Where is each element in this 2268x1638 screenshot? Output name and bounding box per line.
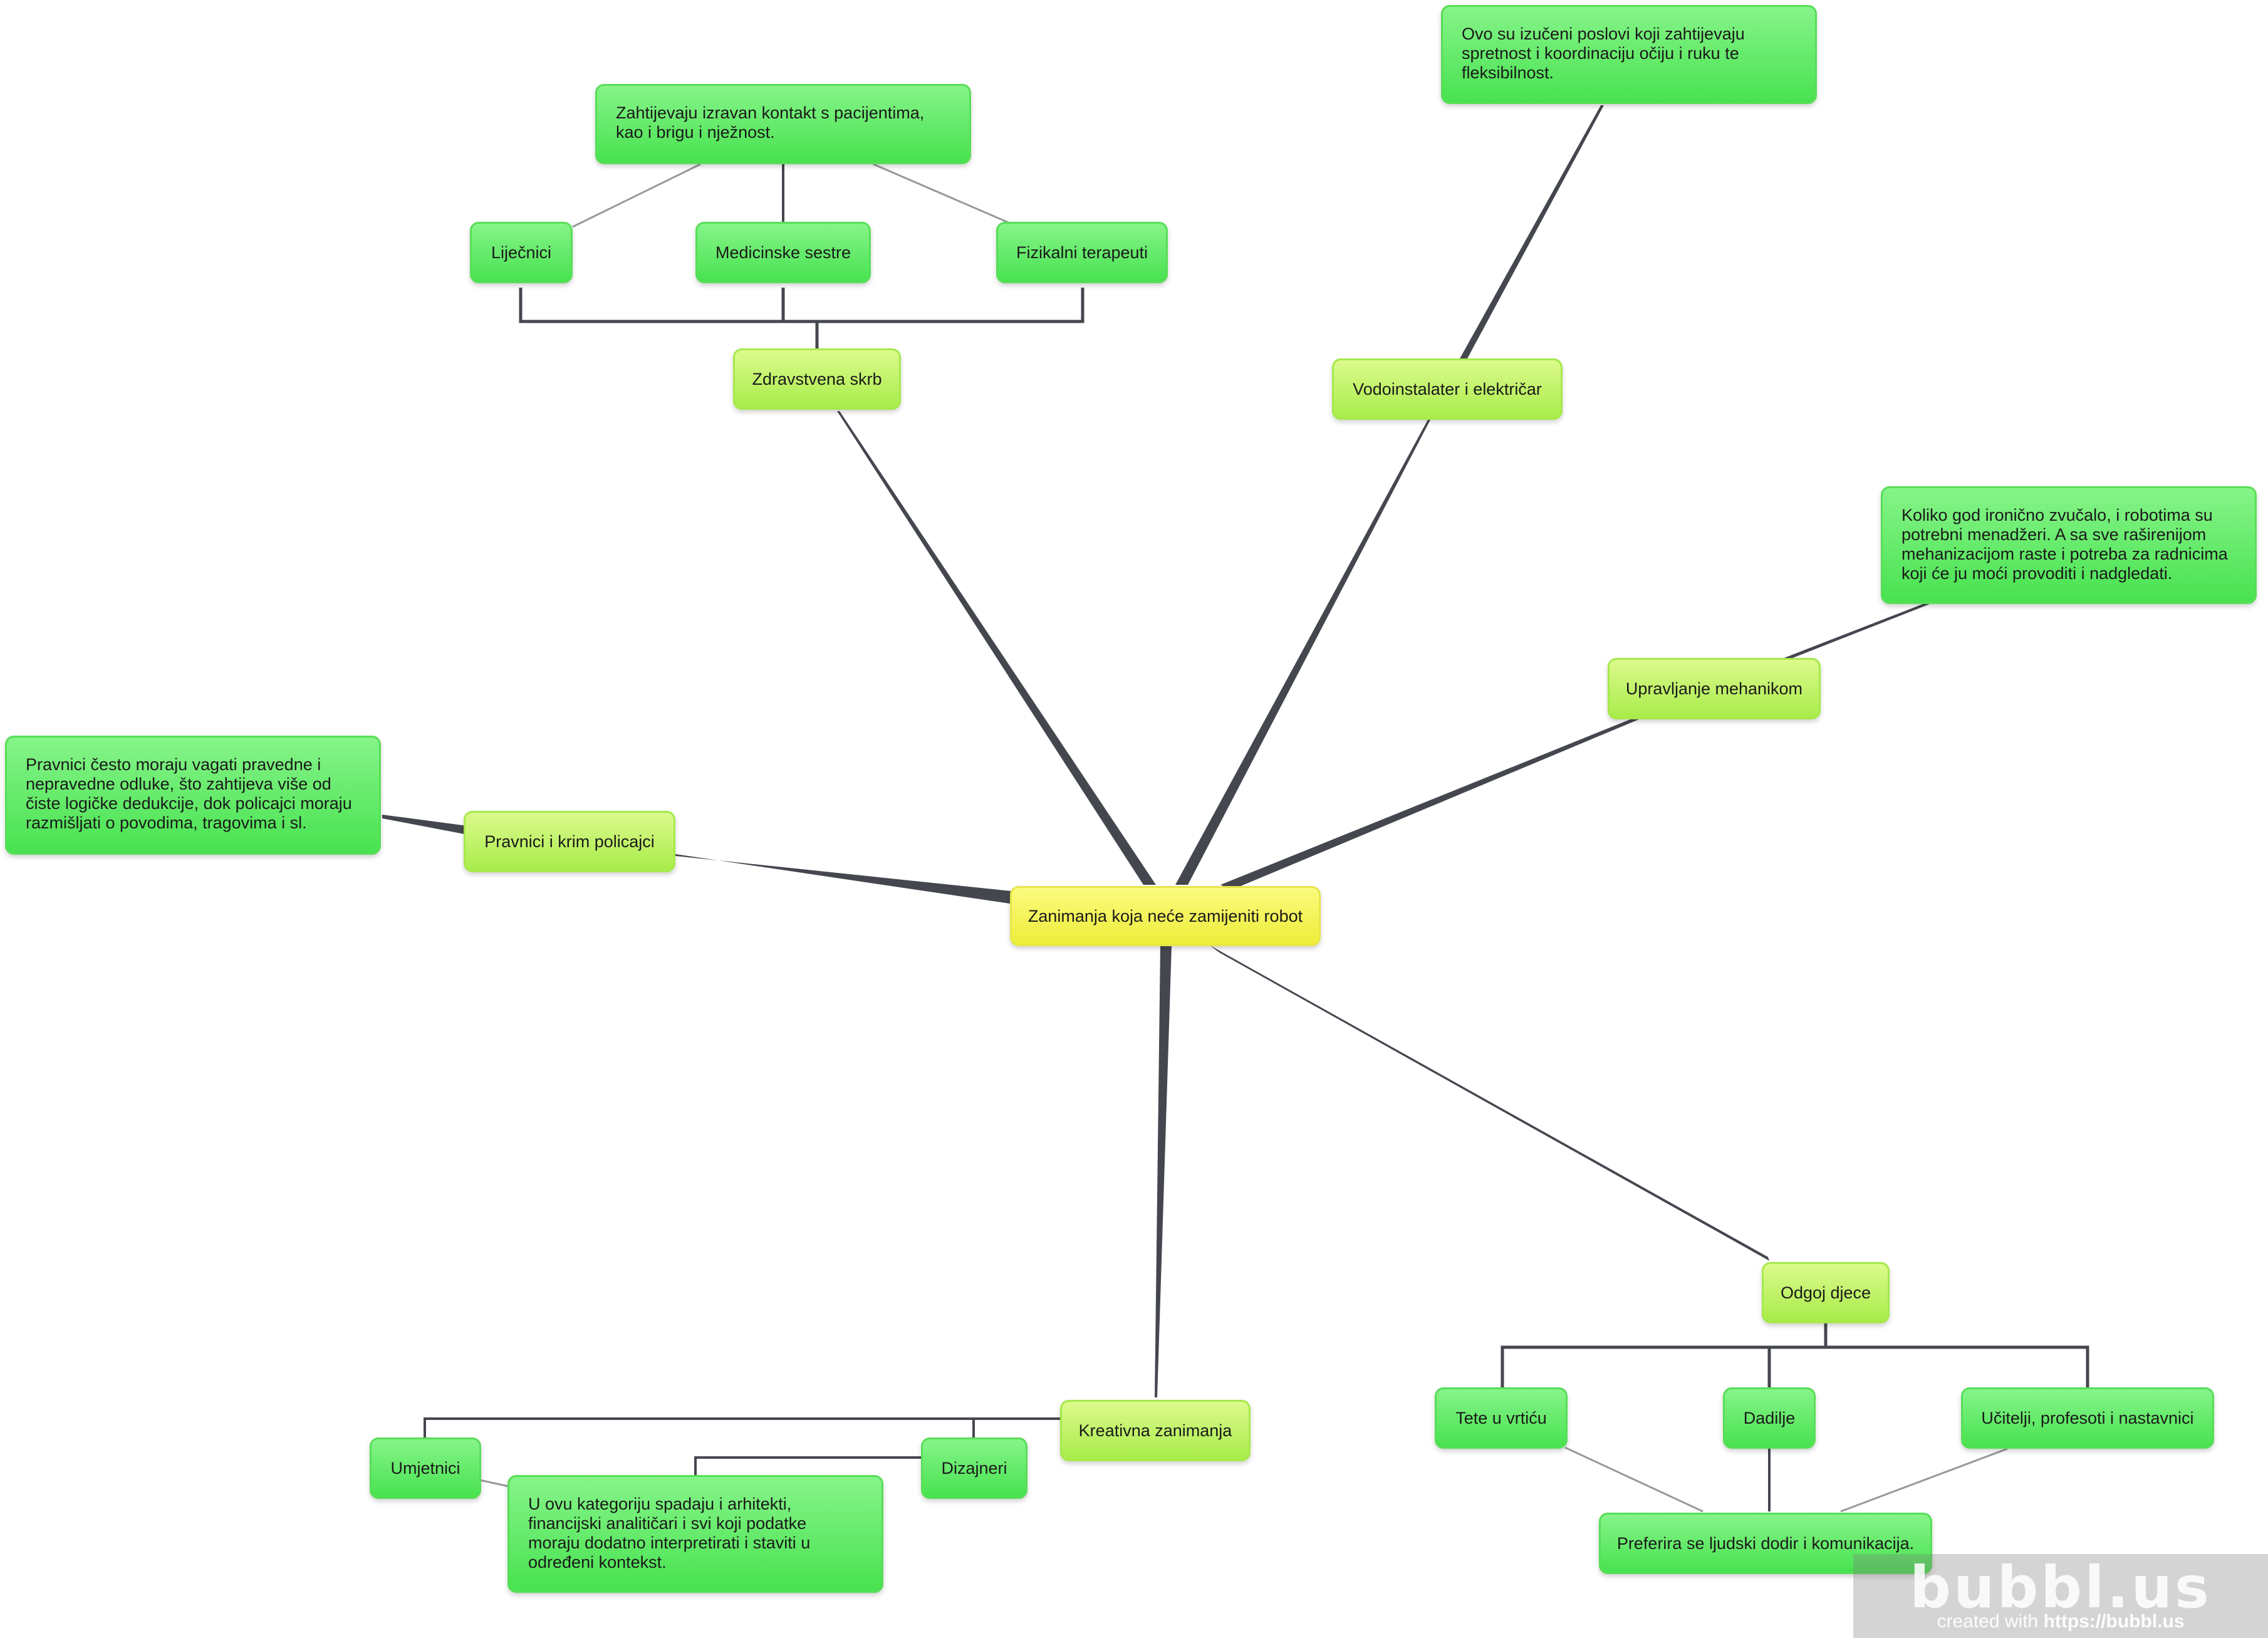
watermark: bubbl.us created with https://bubbl.us bbox=[1853, 1554, 2268, 1638]
node-zdravstvena-skrb[interactable]: Zdravstvena skrb bbox=[733, 348, 901, 410]
note-vodoinstalater-elektricar[interactable]: Ovo su izučeni poslovi koji zahtijevaju … bbox=[1441, 5, 1817, 104]
edge-pravnici-note bbox=[382, 815, 467, 835]
edge-kreativna-bracket bbox=[424, 1417, 1061, 1437]
edge-zdravstvo-bracket bbox=[519, 288, 1085, 348]
edge-root-upravljanje bbox=[1220, 717, 1639, 890]
node-upravljanje-mehanikom[interactable]: Upravljanje mehanikom bbox=[1608, 658, 1821, 719]
edge-root-odgoj bbox=[1209, 945, 1769, 1261]
edge-root-vodoinstalater bbox=[1175, 419, 1431, 885]
edge-umjetnici-note bbox=[479, 1479, 509, 1488]
note-kreativna-zanimanja[interactable]: U ovu kategoriju spadaju i arhitekti, fi… bbox=[507, 1475, 883, 1593]
node-lijecnici[interactable]: Liječnici bbox=[470, 222, 573, 283]
edge-dizajneri-note bbox=[694, 1456, 921, 1476]
node-medicinske-sestre[interactable]: Medicinske sestre bbox=[695, 222, 871, 283]
edge-upravljanje-note bbox=[1774, 603, 1930, 662]
root-node[interactable]: Zanimanja koja neće zamijeniti robot bbox=[1010, 886, 1321, 946]
edge-vodoinstalater-note bbox=[1459, 105, 1604, 360]
watermark-caption-prefix: created with bbox=[1937, 1611, 2044, 1632]
node-fizikalni-terapeuti[interactable]: Fizikalni terapeuti bbox=[996, 222, 1168, 283]
node-umjetnici[interactable]: Umjetnici bbox=[370, 1437, 481, 1499]
node-tete-u-vrticu[interactable]: Tete u vrtiću bbox=[1435, 1387, 1568, 1449]
edge-zdravstvo-note-terapeuti bbox=[873, 163, 1012, 225]
node-dizajneri[interactable]: Dizajneri bbox=[921, 1437, 1027, 1499]
watermark-logo: bubbl.us bbox=[1910, 1554, 2212, 1621]
note-upravljanje-mehanikom[interactable]: Koliko god ironično zvučalo, i robotima … bbox=[1881, 486, 2257, 604]
node-dadilje[interactable]: Dadilje bbox=[1723, 1387, 1816, 1449]
watermark-caption: created with https://bubbl.us bbox=[1853, 1612, 2268, 1632]
edge-tete-note bbox=[1564, 1446, 1704, 1513]
node-vodoinstalater-elektricar[interactable]: Vodoinstalater i električar bbox=[1332, 358, 1563, 420]
node-ucitelji-profesoti-nastavnici[interactable]: Učitelji, profesoti i nastavnici bbox=[1961, 1387, 2214, 1449]
edge-odgoj-bracket bbox=[1501, 1323, 2089, 1387]
edge-root-pravnici bbox=[675, 854, 1011, 904]
node-odgoj-djece[interactable]: Odgoj djece bbox=[1762, 1262, 1890, 1323]
note-zdravstvena-skrb[interactable]: Zahtijevaju izravan kontakt s pacijentim… bbox=[595, 84, 971, 164]
edge-zdravstvo-note-lijecnici bbox=[572, 163, 701, 228]
node-pravnici-krim-policajci[interactable]: Pravnici i krim policajci bbox=[464, 811, 675, 872]
edge-root-zdravstvo bbox=[837, 411, 1156, 885]
node-kreativna-zanimanja[interactable]: Kreativna zanimanja bbox=[1060, 1400, 1251, 1461]
edge-root-kreativna bbox=[1155, 946, 1172, 1397]
note-pravnici-krim-policajci[interactable]: Pravnici često moraju vagati pravedne i … bbox=[5, 736, 381, 855]
watermark-link[interactable]: https://bubbl.us bbox=[2043, 1611, 2185, 1632]
note-odgoj-djece[interactable]: Preferira se ljudski dodir i komunikacij… bbox=[1599, 1513, 1932, 1574]
edge-ucitelji-note bbox=[1840, 1448, 2008, 1513]
